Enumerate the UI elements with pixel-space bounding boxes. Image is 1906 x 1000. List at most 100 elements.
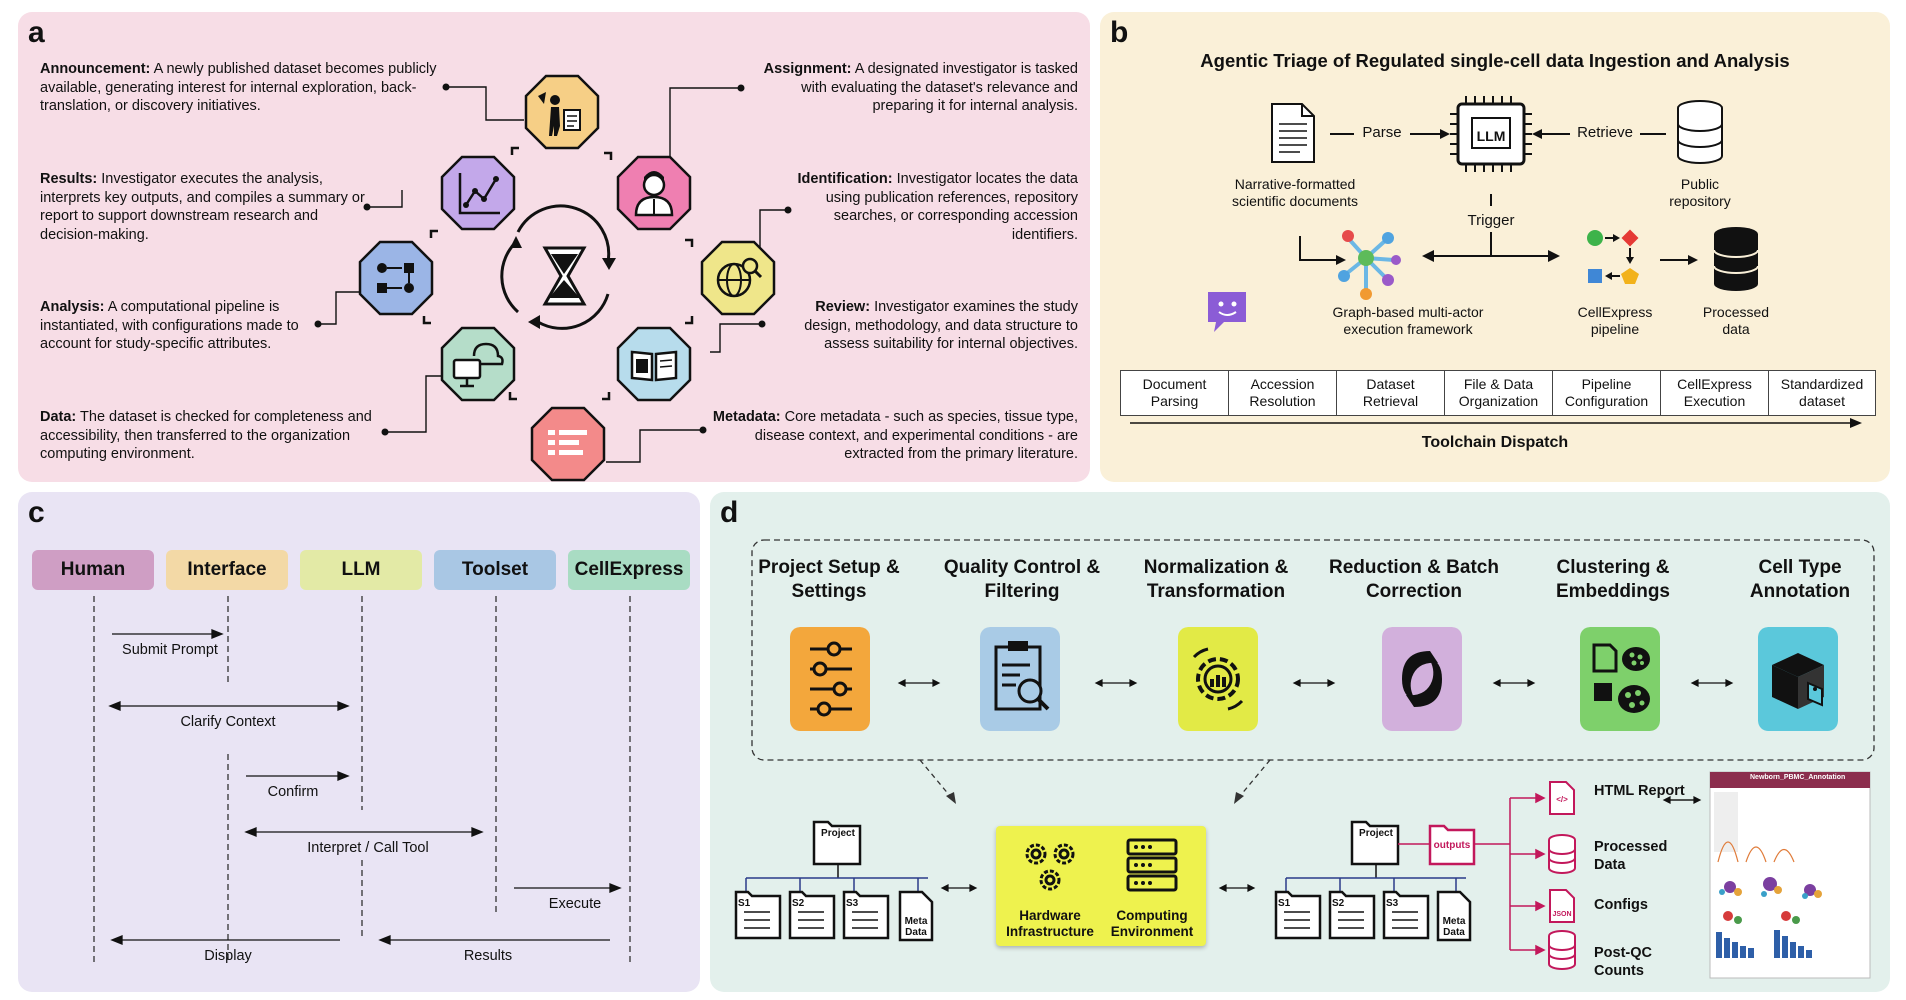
output-processed-data: Processed Data (1594, 839, 1668, 873)
gear-chart-icon (1178, 627, 1258, 731)
report-thumbnail (1709, 771, 1871, 979)
identification-text: Identification: Investigator locates the… (797, 171, 1078, 243)
actor-cellexpress: CellExpress (568, 550, 690, 590)
settings-sliders-icon (790, 627, 870, 731)
processed-caption: Processed data (1702, 304, 1770, 337)
llm-label: LLM (1476, 128, 1506, 144)
data-cloud-icon (440, 326, 516, 402)
msg-display: Display (204, 948, 252, 964)
html-report-icon (1549, 781, 1575, 815)
assignment-text: Assignment: A designated investigator is… (763, 61, 1078, 114)
trigger-label: Trigger (1467, 212, 1515, 229)
meta-label-right: Meta Data (1442, 916, 1466, 938)
document-icon (1271, 103, 1315, 163)
llm-chip-icon (1450, 96, 1532, 172)
graph-caption: Graph-based multi-actor execution framew… (1332, 304, 1484, 337)
output-html-report: HTML Report (1594, 783, 1685, 799)
panel-b-graphics (1130, 96, 1862, 428)
identification-icon (700, 240, 776, 316)
json-config-icon (1549, 889, 1575, 923)
msg-submit-prompt: Submit Prompt (122, 642, 218, 658)
msg-clarify-context: Clarify Context (180, 714, 276, 730)
metadata-icon (530, 406, 606, 482)
actor-toolset: Toolset (434, 550, 556, 590)
panel-a-connectors (314, 83, 792, 463)
step-clustering: Clustering & Embeddings (1555, 557, 1670, 602)
meta-label-left: Meta Data (904, 916, 928, 938)
actor-interface: Interface (166, 550, 288, 590)
toolchain-cell: Accession Resolution (1229, 371, 1337, 415)
step-project-setup: Project Setup & Settings (758, 557, 900, 602)
results-text: Results: Investigator executes the analy… (40, 171, 365, 243)
repository-caption: Public repository (1669, 176, 1731, 209)
panel-c-label: c (28, 496, 45, 529)
project-label-right: Project (1359, 828, 1393, 839)
announcement-icon (524, 74, 600, 150)
announcement-text: Announcement: A newly published dataset … (40, 61, 437, 114)
toolchain-cell: Pipeline Configuration (1553, 371, 1661, 415)
panel-a: a (18, 12, 1090, 482)
toolchain-cell: Document Parsing (1121, 371, 1229, 415)
msg-interpret-call-tool: Interpret / Call Tool (307, 840, 429, 856)
panel-d-label: d (720, 496, 739, 529)
output-post-qc-counts: Post-QC Counts (1594, 945, 1652, 979)
clipboard-search-icon (980, 627, 1060, 731)
actor-llm: LLM (300, 550, 422, 590)
json-label: JSON (1552, 911, 1572, 918)
pipeline-caption: CellExpress pipeline (1577, 304, 1653, 337)
toolchain-label: Toolchain Dispatch (1421, 434, 1569, 451)
toolchain-cell: File & Data Organization (1445, 371, 1553, 415)
assignment-icon (616, 155, 692, 231)
analysis-flow-icon (358, 240, 434, 316)
panel-d-graphics: </> (734, 539, 1875, 979)
toolchain-cell: Standardized dataset (1780, 376, 1864, 409)
hardware-gears-icon (1025, 843, 1075, 891)
results-chart-icon (440, 155, 516, 231)
reduction-swirl-icon (1382, 627, 1462, 731)
processed-data-icon (1713, 227, 1759, 291)
outputs-label: outputs (1433, 840, 1471, 851)
step-normalization: Normalization & Transformation (1143, 557, 1289, 602)
actor-human: Human (32, 550, 154, 590)
sample-s3-left: S3 (846, 898, 859, 909)
review-icon (616, 326, 692, 402)
hardware-label: Hardware Infrastructure (1006, 908, 1094, 939)
svg-text:</>: </> (1556, 795, 1568, 804)
cluster-embedding-icon (1580, 627, 1660, 731)
public-repository-icon (1677, 100, 1723, 164)
panel-d: d (710, 492, 1890, 992)
sample-s3-right: S3 (1386, 898, 1399, 909)
report-title: Newborn_PBMC_Annotation (1750, 774, 1846, 781)
step-cell-type: Cell Type Annotation (1749, 557, 1851, 602)
chat-bubble-icon (1208, 292, 1246, 332)
panel-b-label: b (1110, 16, 1129, 49)
output-configs: Configs (1594, 897, 1648, 913)
toolchain-table: Document Parsing Accession Resolution Da… (1120, 370, 1876, 416)
cycle-hourglass-icon (500, 204, 616, 330)
sample-s1-left: S1 (738, 898, 751, 909)
toolchain-cell: CellExpress Execution (1661, 371, 1769, 415)
review-text: Review: Investigator examines the study … (804, 299, 1078, 352)
computing-label: Computing Environment (1110, 908, 1194, 939)
project-tree-left (734, 820, 934, 942)
step-quality-control: Quality Control & Filtering (943, 557, 1101, 602)
panel-b: b Agentic Triage of Regulated single-cel… (1100, 12, 1890, 482)
parse-label: Parse (1362, 124, 1402, 141)
metadata-text: Metadata: Core metadata - such as specie… (712, 409, 1078, 462)
retrieve-label: Retrieve (1577, 124, 1633, 141)
toolchain-cell: Dataset Retrieval (1337, 371, 1445, 415)
document-caption: Narrative-formatted scientific documents (1231, 176, 1359, 209)
msg-execute: Execute (548, 896, 602, 912)
analysis-text: Analysis: A computational pipeline is in… (40, 299, 299, 352)
infrastructure-box: Hardware Infrastructure Computing Enviro… (996, 826, 1206, 946)
step-reduction: Reduction & Batch Correction (1329, 557, 1499, 602)
sequence-lines (93, 596, 631, 962)
cellexpress-pipeline-icon (1587, 229, 1639, 284)
annotation-box-icon (1758, 627, 1838, 731)
sample-s2-left: S2 (792, 898, 805, 909)
panel-b-title: Agentic Triage of Regulated single-cell … (1200, 50, 1790, 71)
sample-s1-right: S1 (1278, 898, 1291, 909)
panel-c: c Human Interface LLM Toolset CellExpres… (18, 492, 700, 992)
project-tree-right (1274, 820, 1476, 942)
msg-results: Results (463, 948, 513, 964)
